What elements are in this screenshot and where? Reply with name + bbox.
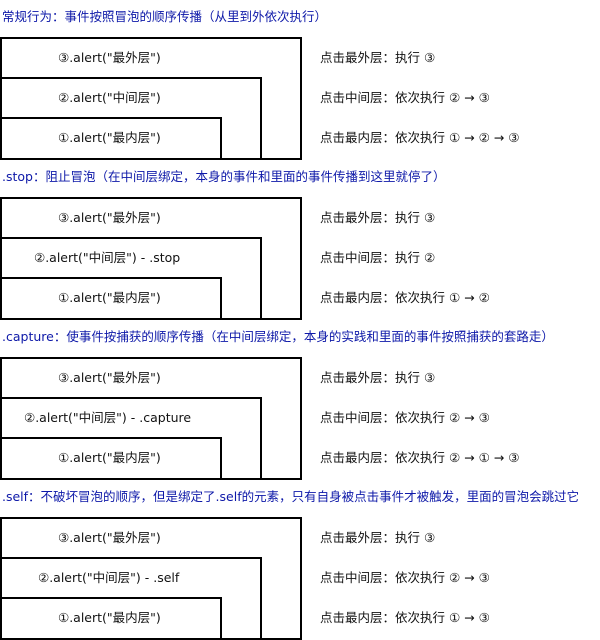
inner-layer-code: ①.alert("最内层") [58, 610, 161, 625]
section-title: .stop：阻止冒泡（在中间层绑定，本身的事件和里面的事件传播到这里就停了） [2, 169, 446, 184]
inner-layer-description: 点击最内层：依次执行 ① → ③ [320, 610, 490, 625]
outer-layer-description: 点击最外层：执行 ③ [320, 370, 436, 385]
outer-layer-code: ③.alert("最外层") [58, 210, 161, 225]
inner-layer-code: ①.alert("最内层") [58, 130, 161, 145]
middle-layer-description: 点击中间层：依次执行 ② → ③ [320, 90, 490, 105]
section-self: .self：不破坏冒泡的顺序，但是绑定了.self的元素，只有自身被点击事件才被… [0, 480, 600, 640]
section-stop: .stop：阻止冒泡（在中间层绑定，本身的事件和里面的事件传播到这里就停了） ③… [0, 160, 600, 320]
middle-layer-code: ②.alert("中间层") [58, 90, 161, 105]
inner-layer-description: 点击最内层：依次执行 ② → ① → ③ [320, 450, 520, 465]
inner-layer-description: 点击最内层：依次执行 ① → ② → ③ [320, 130, 520, 145]
inner-layer-box[interactable] [0, 117, 222, 160]
inner-layer-box[interactable] [0, 277, 222, 320]
section-title: 常规行为：事件按照冒泡的顺序传播（从里到外依次执行） [2, 9, 328, 24]
inner-layer-code: ①.alert("最内层") [58, 290, 161, 305]
middle-layer-description: 点击中间层：执行 ② [320, 250, 436, 265]
middle-layer-description: 点击中间层：依次执行 ② → ③ [320, 570, 490, 585]
outer-layer-code: ③.alert("最外层") [58, 370, 161, 385]
middle-layer-code: ②.alert("中间层") - .stop [34, 250, 181, 265]
section-capture: .capture：使事件按捕获的顺序传播（在中间层绑定，本身的实践和里面的事件按… [0, 320, 600, 480]
inner-layer-code: ①.alert("最内层") [58, 450, 161, 465]
middle-layer-code: ②.alert("中间层") - .capture [24, 410, 192, 425]
inner-layer-box[interactable] [0, 437, 222, 480]
section-bubbling: 常规行为：事件按照冒泡的顺序传播（从里到外依次执行） ③.alert("最外层"… [0, 0, 600, 160]
middle-layer-code: ②.alert("中间层") - .self [38, 570, 180, 585]
outer-layer-code: ③.alert("最外层") [58, 530, 161, 545]
outer-layer-description: 点击最外层：执行 ③ [320, 50, 436, 65]
outer-layer-code: ③.alert("最外层") [58, 50, 161, 65]
inner-layer-description: 点击最内层：依次执行 ① → ② [320, 290, 490, 305]
section-title: .capture：使事件按捕获的顺序传播（在中间层绑定，本身的实践和里面的事件按… [2, 329, 554, 344]
inner-layer-box[interactable] [0, 597, 222, 640]
section-title: .self：不破坏冒泡的顺序，但是绑定了.self的元素，只有自身被点击事件才被… [2, 489, 580, 504]
outer-layer-description: 点击最外层：执行 ③ [320, 210, 436, 225]
outer-layer-description: 点击最外层：执行 ③ [320, 530, 436, 545]
middle-layer-description: 点击中间层：依次执行 ② → ③ [320, 410, 490, 425]
